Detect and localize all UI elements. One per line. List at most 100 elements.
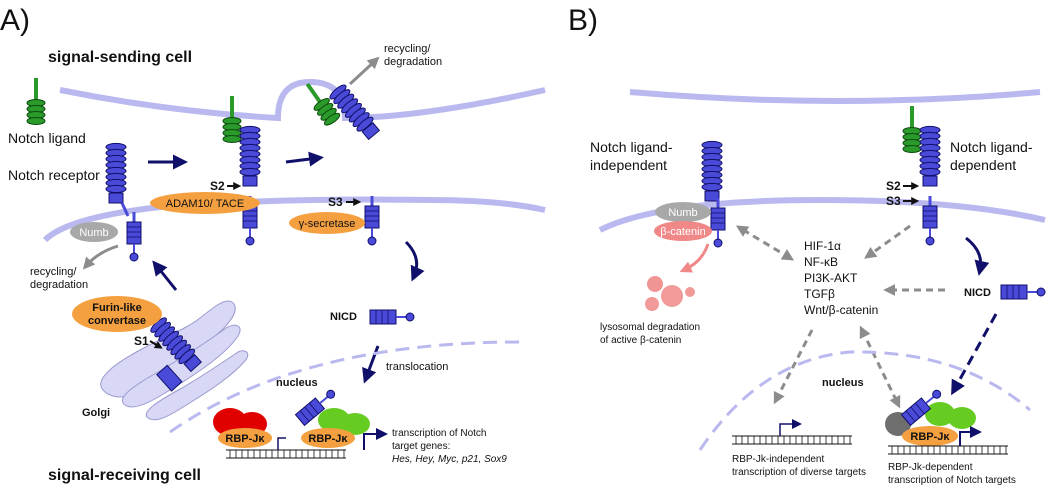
numb-protein-a [70,222,118,242]
translocation-arrow-b [951,313,998,396]
furin-label-line2: convertase [88,315,146,327]
numb-label-a: Numb [79,227,108,239]
recycling-top-line2: degradation [384,56,442,68]
recycling-arrow-top [348,56,380,86]
dna-a [225,449,347,459]
beta-catenin-label: β-catenin [660,226,705,238]
receptor-dependent [919,125,941,187]
receiving-cell-membrane [42,196,546,243]
dna-b-left [731,435,853,445]
rbp-jk-1-shape [218,428,272,448]
notch-receptor-3-icd [363,194,381,247]
beta-catenin-protein [654,221,712,241]
lysosome-3 [645,297,659,311]
recycling-left-line1: recycling/ [30,266,77,278]
s3-label: S3 [328,195,343,209]
furin-label-line1: Furin-like [92,302,142,314]
gamma-secretase-enzyme [289,212,365,234]
panel-b-label: B) [568,4,598,37]
pathway-nfkb: NF-κB [804,255,838,269]
s1-label: S1 [134,334,149,348]
nicd-label-b: NICD [964,287,991,299]
independent-line2: independent [590,157,667,173]
transcription-line1: transcription of Notch [392,428,487,439]
s1-pointer [149,340,163,349]
adam10-tace-enzyme [150,192,260,214]
notch-receptor-1-icd [125,210,143,263]
crosstalk-arrow-dep-tx [859,325,901,409]
translocation-arrow [362,345,380,384]
panel-b: B) Notch ligand- independent Notch ligan… [568,4,1046,486]
dep-tx-line1: RBP-Jk-dependent [888,462,973,473]
green-coactivator-b2 [948,407,976,429]
s2-label: S2 [210,179,225,193]
arrow-step-2 [285,151,324,167]
notch-ligand-label: Notch ligand [8,130,86,146]
recycling-arrow-left [82,244,119,270]
crosstalk-arrow-receptor [864,224,911,259]
independent-line1: Notch ligand- [590,139,673,155]
golgi-label: Golgi [82,407,110,419]
tss-arrow-a [363,433,378,450]
sending-membrane-b [629,89,1041,104]
nucleus-envelope-b [698,350,1031,451]
adam10-tace-label: ADAM10/ TACE [166,198,244,210]
notch-ligand-1 [25,76,47,127]
signal-receiving-cell-label: signal-receiving cell [48,467,201,484]
indep-tx-line2: transcription of diverse targets [732,467,866,478]
signal-sending-cell-label: signal-sending cell [48,49,192,66]
release-arrow-a [404,240,425,282]
notch-receptor-2 [239,125,261,187]
release-arrow-b [965,236,990,276]
s3-label-b: S3 [886,194,901,208]
tss-arrow-b-left [779,423,794,436]
receiving-membrane-b [598,196,1046,233]
pathway-tgfb: TGFβ [804,287,835,301]
panel-a: A) signal-sending cell signal-receiving … [0,4,546,484]
dna-b-right [887,445,1009,455]
degradation-arrow [679,243,710,273]
rbp-jk-b-label: RBP-Jκ [910,431,950,443]
translocation-label: translocation [386,361,448,373]
furin-convertase-enzyme [72,296,162,332]
golgi-to-membrane-arrow [152,260,178,291]
rbp-jk-2-label: RBP-Jκ [308,433,348,445]
green-coactivator-b1 [925,402,955,426]
pathway-list: HIF-1α NF-κB PI3K-AKT TGFβ Wnt/β-catenin [804,239,878,317]
rbp-jk-b-shape [902,426,958,446]
crosstalk-arrow-numb [735,225,795,261]
nucleus-label-b: nucleus [822,377,864,389]
rbp-jk-1-label: RBP-Jκ [225,433,265,445]
rbp-jk-2-shape [301,428,355,448]
dependent-line2: dependent [950,157,1016,173]
pathway-hif: HIF-1α [804,239,841,253]
target-genes: Hes, Hey, Myc, p21, Sox9 [392,454,507,465]
s2-label-b: S2 [886,179,901,193]
numb-protein-b [655,202,711,222]
transcription-line2: target genes: [392,441,450,452]
pathway-wnt: Wnt/β-catenin [804,303,878,317]
lysosome-4 [685,287,695,297]
ligand-b [901,104,923,155]
nicd-b [1000,284,1046,300]
dep-tx-line2: transcription of Notch targets [888,475,1016,486]
pathway-pi3k: PI3K-AKT [804,271,858,285]
receptor-independent [701,140,723,202]
lysosome-2 [661,285,683,307]
nicd-label-a: NICD [330,311,357,323]
tss-arrow-b-right [959,431,972,446]
nicd-a [369,309,415,325]
gamma-secretase-label: γ-secretase [299,218,356,230]
lysosomal-line2: of active β-catenin [600,335,681,346]
notch-ligand-2 [221,94,243,145]
indep-tx-line1: RBP-Jk-independent [732,454,824,465]
notch-receptor-label: Notch receptor [8,167,100,183]
panel-a-label: A) [0,4,30,37]
nucleus-label-a: nucleus [276,377,318,389]
recycling-top-line1: recycling/ [384,43,431,55]
lysosomal-line1: lysosomal degradation [600,322,700,333]
recycling-left-line2: degradation [30,279,88,291]
notch-receptor-1 [105,142,127,204]
numb-label-b: Numb [668,207,697,219]
